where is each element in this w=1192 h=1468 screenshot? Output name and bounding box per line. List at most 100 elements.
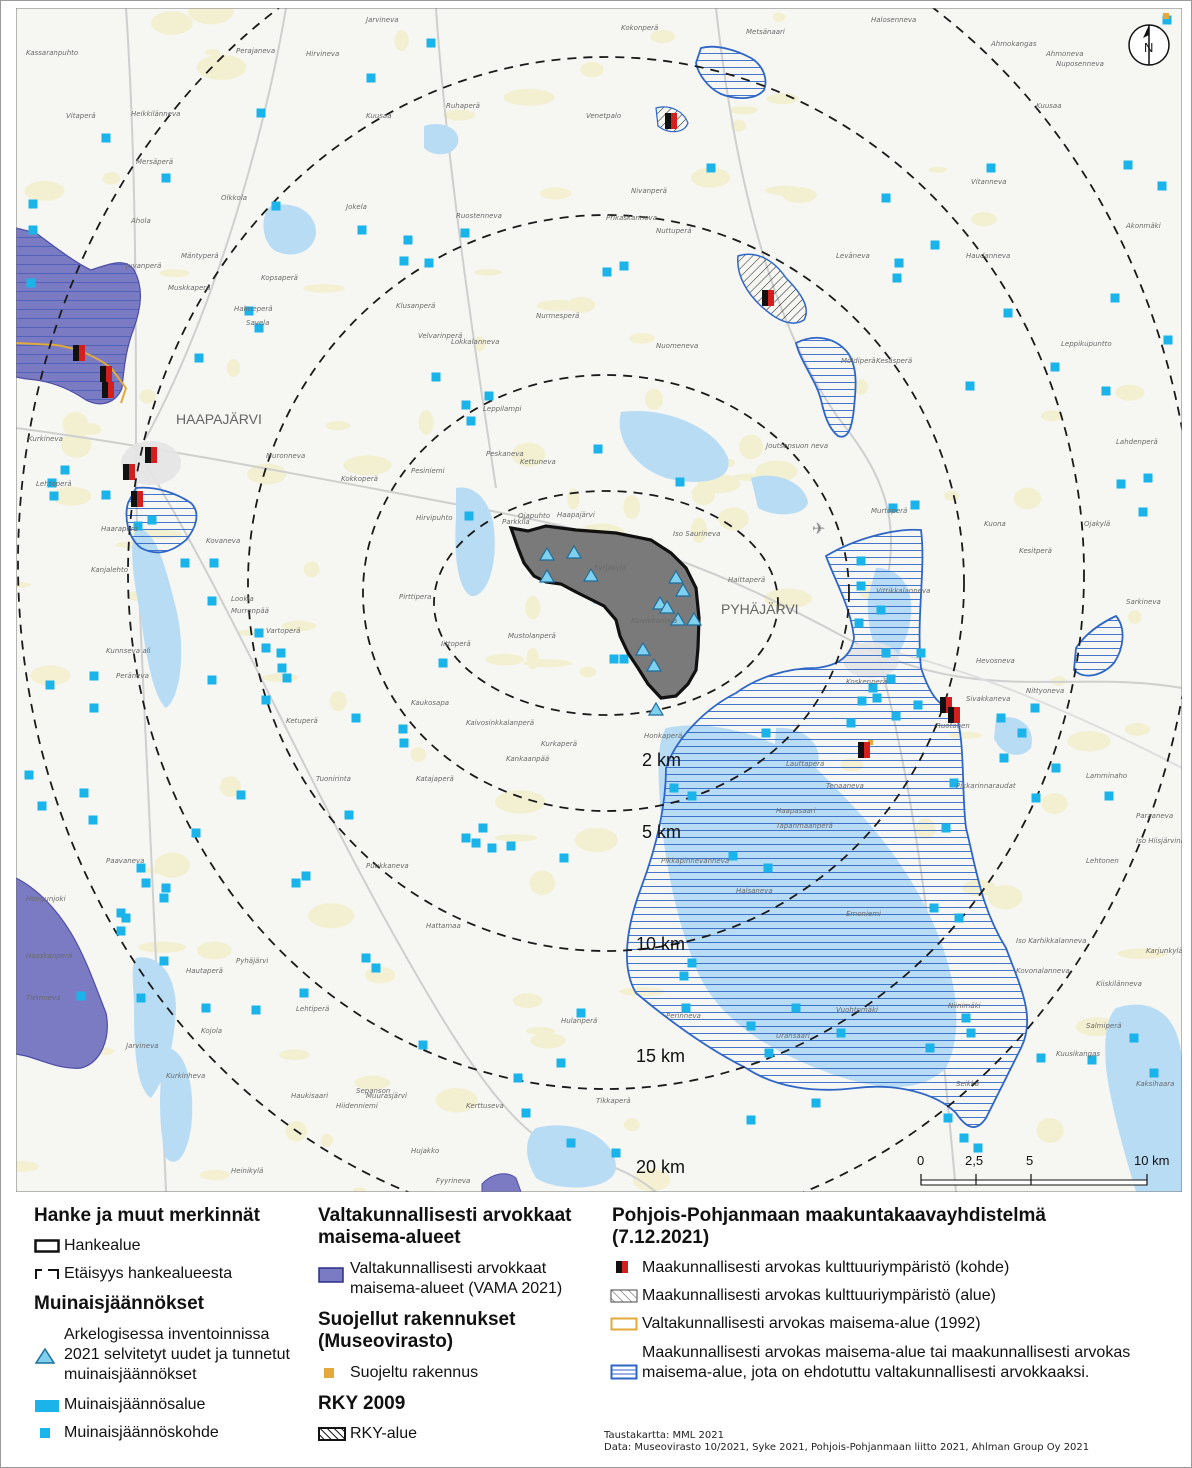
triangle-icon xyxy=(34,1347,56,1364)
relic-point xyxy=(609,654,619,664)
relic-point xyxy=(276,648,286,658)
relic-point xyxy=(1104,791,1114,801)
relic-point xyxy=(888,503,898,513)
field-patch xyxy=(343,455,392,476)
relic-point xyxy=(1101,386,1111,396)
relic-point xyxy=(236,790,246,800)
relic-point xyxy=(1162,15,1172,25)
relic-point xyxy=(886,674,896,684)
relic-point xyxy=(461,400,471,410)
heritage-marker-red xyxy=(137,491,143,507)
relic-point xyxy=(846,718,856,728)
relic-point xyxy=(299,988,309,998)
field-patch xyxy=(16,1161,39,1172)
protected-buildings xyxy=(868,13,1169,745)
field-patch xyxy=(278,1049,310,1061)
relic-point xyxy=(1031,793,1041,803)
field-patch xyxy=(525,595,541,620)
field-patch xyxy=(623,1118,640,1132)
relic-point xyxy=(121,913,131,923)
relic-point xyxy=(89,703,99,713)
relic-point xyxy=(930,240,940,250)
project-area xyxy=(508,524,701,700)
field-patch xyxy=(763,588,813,609)
place-label: Nittyoneva xyxy=(1026,687,1064,695)
relic-point xyxy=(244,306,254,316)
place-label: Jarvineva xyxy=(364,16,399,24)
relic-point xyxy=(910,500,920,510)
legend-item-protected: Suojeltu rakennus xyxy=(350,1364,479,1381)
field-patch xyxy=(574,828,618,853)
field-patch xyxy=(485,653,525,666)
field-patch xyxy=(394,30,409,51)
relic-point xyxy=(277,663,287,673)
relic-point xyxy=(357,225,367,235)
relic-point xyxy=(965,381,975,391)
airport-icon: ✈ xyxy=(812,521,825,538)
field-patch xyxy=(529,870,556,896)
field-patch xyxy=(226,359,240,377)
place-label: Sivakkaneva xyxy=(966,695,1010,703)
place-label: Halosenneva xyxy=(871,16,916,24)
relic-point xyxy=(201,1003,211,1013)
place-label: Pikkapinnevanneva xyxy=(661,857,729,865)
relic-point xyxy=(418,1040,428,1050)
place-label: Hevosneva xyxy=(976,657,1015,665)
place-label: Haukisaari xyxy=(291,1092,328,1100)
field-patch xyxy=(329,691,347,712)
relic-point xyxy=(371,963,381,973)
place-label: Joutsensuon neva xyxy=(764,442,828,450)
relic-point xyxy=(403,235,413,245)
place-label: Parkkila xyxy=(502,518,530,526)
place-label: Perajaneva xyxy=(236,47,275,55)
triangle-marker xyxy=(565,544,583,559)
relic-point xyxy=(679,971,689,981)
place-label: Muronneva xyxy=(266,452,305,460)
relic-point xyxy=(513,1073,523,1083)
place-label: Ojapuhto xyxy=(518,512,550,520)
field-patch xyxy=(325,421,351,431)
relic-point xyxy=(191,828,201,838)
distance-label-20km: 20 km xyxy=(636,1157,685,1177)
place-label: Halmeperä xyxy=(234,305,273,313)
distance-ring xyxy=(433,490,779,716)
place-label: Mäntyperä xyxy=(181,252,219,260)
field-patch xyxy=(262,673,299,682)
field-patch xyxy=(353,1187,366,1192)
relic-point xyxy=(556,1058,566,1068)
field-patch xyxy=(52,486,92,506)
legend-item-project-area: Hankealue xyxy=(64,1237,141,1254)
place-label: Kassaranpuhto xyxy=(26,49,78,57)
place-label: Akonmäki xyxy=(1125,222,1161,230)
relic-point xyxy=(291,878,301,888)
place-label: Leppilampi xyxy=(483,405,522,413)
rky-swatch xyxy=(318,1427,346,1441)
legend-item-distance: Etäisyys hankealueesta xyxy=(64,1265,233,1282)
field-patch xyxy=(16,581,32,588)
relic-point xyxy=(966,1028,976,1038)
place-label: Iittoperä xyxy=(441,640,471,648)
field-patch xyxy=(730,119,747,132)
place-label: Emoniemi xyxy=(846,910,881,918)
field-patch xyxy=(151,11,193,35)
relic-point xyxy=(986,163,996,173)
relic-point xyxy=(431,372,441,382)
relic-point xyxy=(761,728,771,738)
legend-title-rky: RKY 2009 xyxy=(318,1393,406,1414)
relic-point xyxy=(1143,473,1153,483)
relic-point xyxy=(894,258,904,268)
place-label: Möldiperä xyxy=(841,357,876,365)
legend-item-rky: RKY-alue xyxy=(350,1425,418,1442)
place-label: Vitanneva xyxy=(971,178,1006,186)
relic-point xyxy=(941,823,951,833)
place-label: Kuusaa xyxy=(1036,102,1062,110)
relic-point xyxy=(159,956,169,966)
place-label: Seikka xyxy=(956,1080,979,1088)
relic-point xyxy=(1050,362,1060,372)
north-label: N xyxy=(1144,40,1153,55)
relic-point xyxy=(611,1148,621,1158)
relic-point xyxy=(811,1098,821,1108)
place-label: Puukkaneva xyxy=(366,862,409,870)
relic-point xyxy=(282,673,292,683)
